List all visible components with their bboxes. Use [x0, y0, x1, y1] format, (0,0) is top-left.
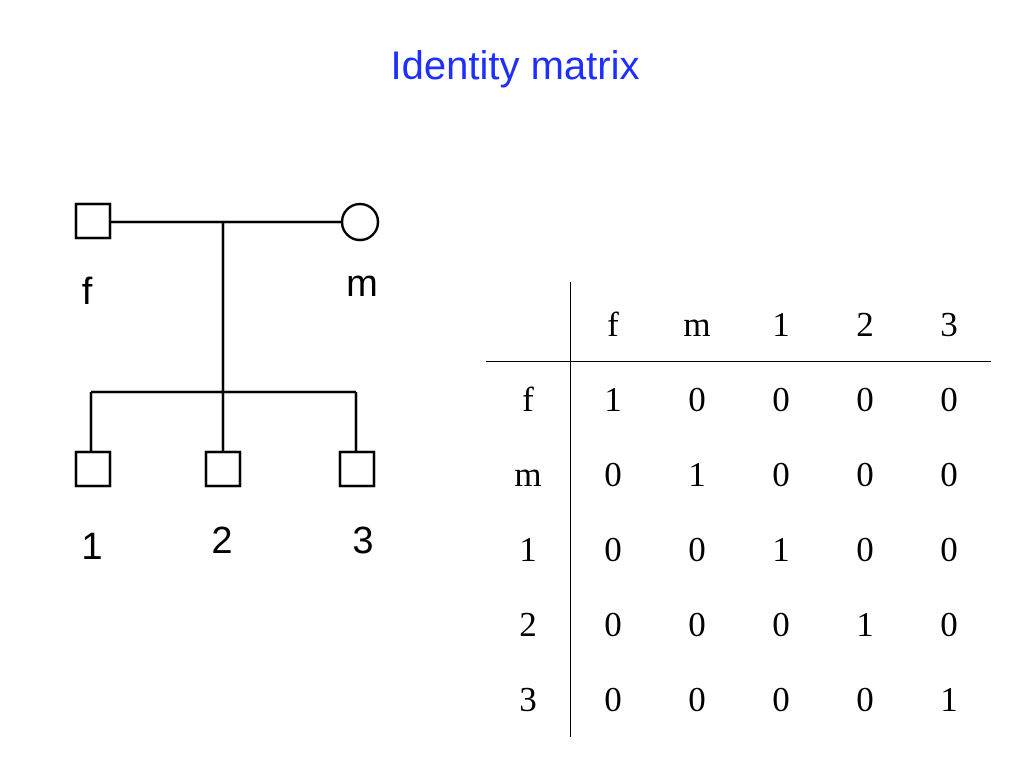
matrix-header-row: f m 1 2 3 — [486, 282, 991, 362]
pedigree-diagram — [74, 202, 380, 488]
row-header: f — [486, 361, 571, 437]
matrix-cell: 0 — [688, 604, 706, 644]
matrix-cell: 0 — [604, 679, 622, 719]
matrix-cell: 0 — [772, 604, 790, 644]
father-symbol — [74, 202, 112, 240]
child-label-1: 1 — [81, 526, 103, 568]
matrix-cell: 0 — [772, 454, 790, 494]
column-header: 3 — [907, 282, 991, 362]
child-1-symbol — [74, 450, 112, 488]
slide-title: Identity matrix — [390, 44, 640, 88]
matrix-cell: 0 — [940, 604, 958, 644]
identity-matrix-table: f m 1 2 3 f 1 0 0 0 0 m 0 1 0 0 0 1 0 0 … — [486, 282, 991, 737]
column-header: 2 — [823, 282, 907, 362]
father-label: f — [81, 271, 93, 313]
matrix-cell: 0 — [772, 379, 790, 419]
mother-symbol — [340, 202, 380, 242]
matrix-cell: 1 — [688, 454, 706, 494]
matrix-cell: 0 — [856, 379, 874, 419]
matrix-cell: 0 — [688, 529, 706, 569]
matrix-cell: 0 — [940, 379, 958, 419]
matrix-cell: 0 — [772, 679, 790, 719]
matrix-cell: 0 — [604, 454, 622, 494]
column-header: m — [655, 282, 739, 362]
matrix-cell: 0 — [940, 454, 958, 494]
matrix-row: 1 0 0 1 0 0 — [486, 512, 991, 587]
mother-label: m — [346, 263, 378, 305]
matrix-cell: 0 — [856, 454, 874, 494]
matrix-cell: 1 — [940, 679, 958, 719]
row-header: 3 — [486, 662, 571, 737]
matrix-cell: 0 — [604, 604, 622, 644]
matrix-corner-cell — [486, 282, 571, 362]
matrix-cell: 1 — [856, 604, 874, 644]
child-label-3: 3 — [352, 520, 374, 562]
row-header: 2 — [486, 587, 571, 662]
child-2-symbol — [204, 450, 242, 488]
matrix-row: f 1 0 0 0 0 — [486, 361, 991, 437]
column-header: 1 — [739, 282, 823, 362]
matrix-row: m 0 1 0 0 0 — [486, 437, 991, 512]
matrix-row: 2 0 0 0 1 0 — [486, 587, 991, 662]
row-header: 1 — [486, 512, 571, 587]
matrix-row: 3 0 0 0 0 1 — [486, 662, 991, 737]
matrix-cell: 0 — [856, 529, 874, 569]
column-header: f — [570, 282, 655, 362]
matrix-cell: 1 — [604, 379, 622, 419]
matrix-cell: 0 — [688, 679, 706, 719]
matrix-cell: 0 — [688, 379, 706, 419]
matrix-cell: 0 — [856, 679, 874, 719]
child-3-symbol — [338, 450, 376, 488]
matrix-cell: 0 — [604, 529, 622, 569]
matrix-cell: 0 — [940, 529, 958, 569]
matrix-cell: 1 — [772, 529, 790, 569]
row-header: m — [486, 437, 571, 512]
child-label-2: 2 — [211, 520, 233, 562]
